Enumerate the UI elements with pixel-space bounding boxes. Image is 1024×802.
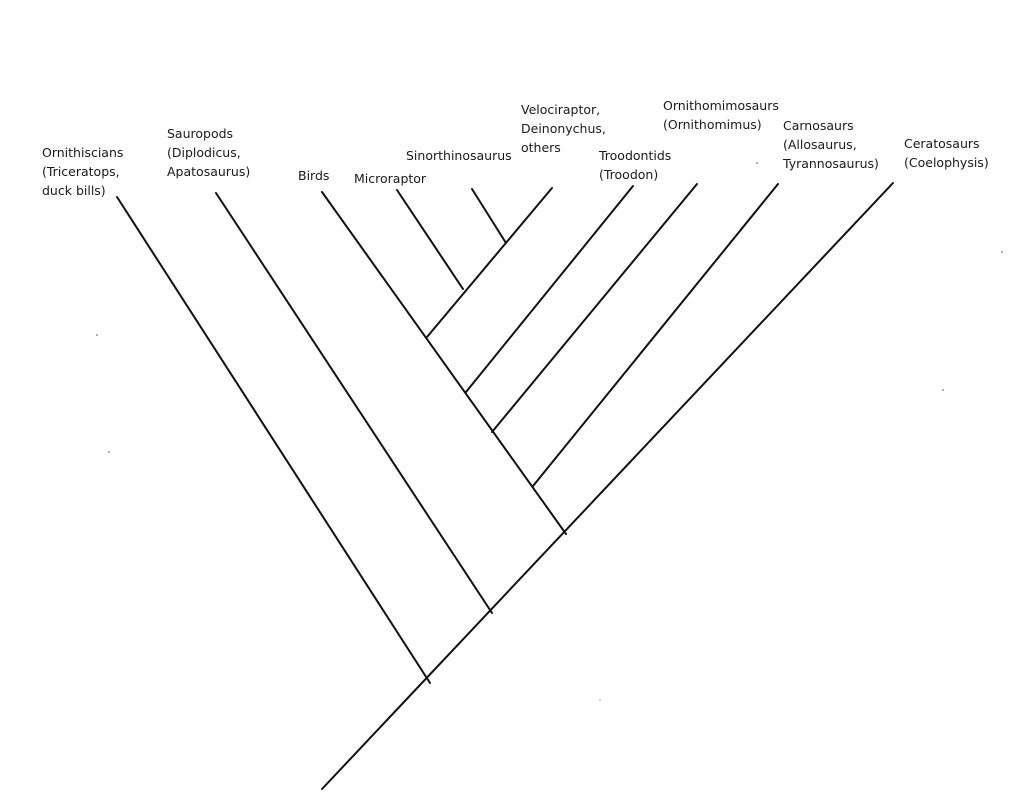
paper-speck: [96, 334, 98, 336]
branch-dromaeosaur-clade: [426, 187, 553, 338]
trunk-line: [321, 182, 894, 790]
paper-speck: [1001, 251, 1003, 253]
taxon-label-ornithiscians: Ornithiscians (Triceratops, duck bills): [42, 143, 123, 200]
taxon-line: Ceratosaurs: [904, 136, 980, 151]
branch-theropod-stem: [321, 191, 567, 535]
taxon-line: (Ornithomimus): [663, 117, 762, 132]
taxon-line: others: [521, 140, 561, 155]
taxon-line: Ornithomimosaurs: [663, 98, 779, 113]
taxon-line: Sauropods: [167, 126, 234, 141]
taxon-label-troodontids: Troodontids (Troodon): [599, 146, 671, 184]
taxon-line: Birds: [298, 168, 330, 183]
taxon-line: Apatosaurus): [167, 164, 251, 179]
taxon-line: Microraptor: [354, 171, 427, 186]
taxon-line: Deinonychus,: [521, 121, 606, 136]
taxon-label-ceratosaurs: Ceratosaurs (Coelophysis): [904, 134, 989, 172]
branch-troodontids: [465, 185, 634, 393]
branch-ornithiscians: [116, 196, 431, 684]
taxon-line: (Troodon): [599, 167, 659, 182]
taxon-line: Troodontids: [599, 148, 672, 163]
taxon-line: Carnosaurs: [783, 118, 854, 133]
taxon-line: (Diplodicus,: [167, 145, 241, 160]
branch-ornithomimosaurs: [491, 183, 698, 433]
taxon-label-birds: Birds: [298, 166, 329, 185]
branch-sauropods: [215, 192, 493, 614]
branch-sinornithosaurus: [471, 188, 507, 244]
taxon-line: (Allosaurus,: [783, 137, 857, 152]
taxon-line: Sinorthinosaurus: [406, 148, 512, 163]
taxon-label-velociraptor: Velociraptor, Deinonychus, others: [521, 100, 606, 157]
paper-speck: [108, 451, 110, 453]
taxon-label-ornithomimosaurs: Ornithomimosaurs (Ornithomimus): [663, 96, 779, 134]
taxon-label-sauropods: Sauropods (Diplodicus, Apatosaurus): [167, 124, 250, 181]
paper-speck: [756, 162, 758, 164]
taxon-label-sinornithosaurus: Sinorthinosaurus: [406, 146, 512, 165]
taxon-line: duck bills): [42, 183, 106, 198]
taxon-label-microraptor: Microraptor: [354, 169, 426, 188]
taxon-line: (Triceratops,: [42, 164, 120, 179]
taxon-label-carnosaurs: Carnosaurs (Allosaurus, Tyrannosaurus): [783, 116, 879, 173]
taxon-line: Ornithiscians: [42, 145, 124, 160]
branch-carnosaurs: [532, 183, 779, 487]
taxon-line: Velociraptor,: [521, 102, 601, 117]
taxon-line: Tyrannosaurus): [783, 156, 879, 171]
taxon-line: (Coelophysis): [904, 155, 989, 170]
paper-speck: [599, 699, 601, 701]
branch-microraptor: [396, 189, 464, 290]
paper-speck: [942, 389, 944, 391]
